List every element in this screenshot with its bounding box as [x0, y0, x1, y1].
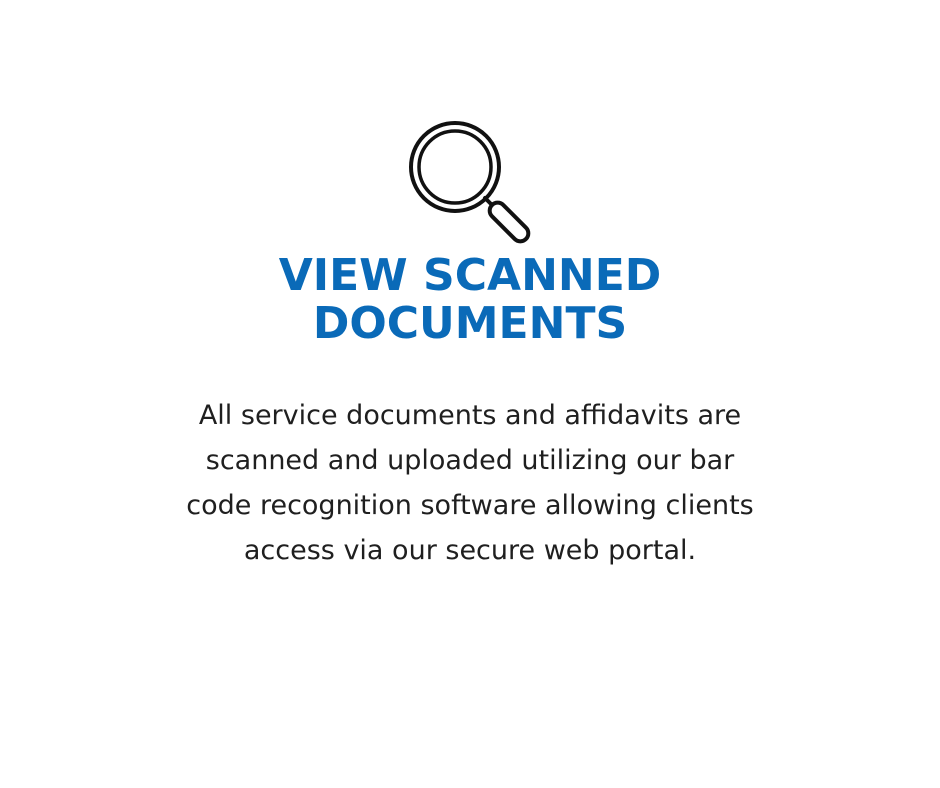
feature-description: All service documents and affidavits are…: [110, 393, 830, 573]
description-line-1: All service documents and affidavits are: [198, 400, 742, 431]
page-title-line-1: VIEW SCANNED: [278, 250, 662, 301]
description-line-4: access via our secure web portal.: [243, 535, 697, 566]
magnifying-glass-icon: [405, 118, 539, 252]
description-line-2: scanned and uploaded utilizing our bar: [205, 445, 735, 476]
description-line-3: code recognition software allowing clien…: [186, 490, 754, 521]
page-title-line-2: DOCUMENTS: [312, 298, 628, 349]
page-title: VIEW SCANNED DOCUMENTS: [120, 252, 820, 348]
